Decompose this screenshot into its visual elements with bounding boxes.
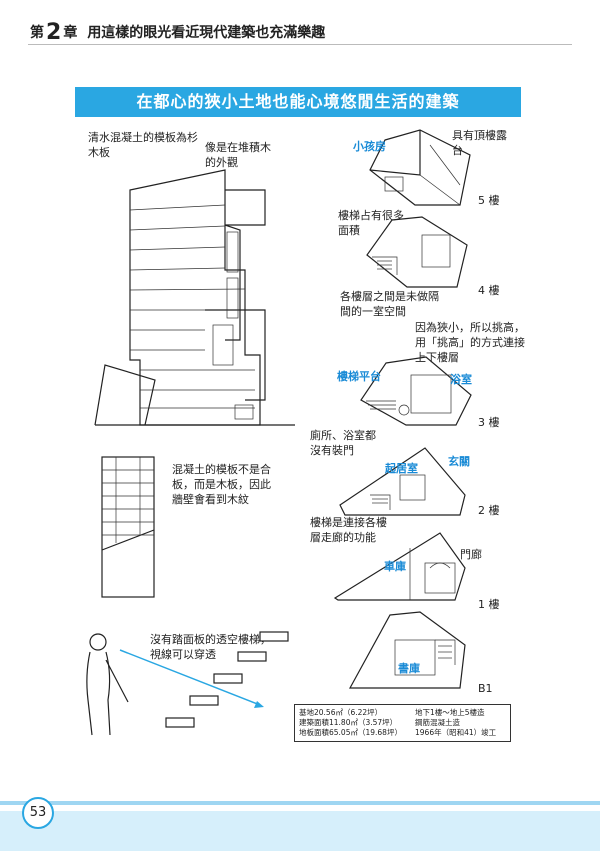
formwork-lines xyxy=(129,204,255,409)
note-stair-area: 樓梯占有很多面積 xyxy=(338,209,404,237)
info-completed: 1966年（昭和41）竣工 xyxy=(415,728,497,737)
footer-rule xyxy=(0,801,600,805)
floor-label-2f: 2 樓 xyxy=(478,504,500,517)
note-stair-corridor: 樓梯是連接各樓層走廊的功能 xyxy=(310,516,387,544)
info-structure: 鋼筋混凝土造 xyxy=(415,718,460,727)
chapter-prefix: 第 xyxy=(30,25,44,41)
section-banner: 在都心的狹小土地也能心境悠閒生活的建築 xyxy=(75,87,521,117)
floor-label-1f: 1 樓 xyxy=(478,598,500,611)
floor-label-b1: B1 xyxy=(478,682,493,695)
footer-band xyxy=(0,811,600,851)
info-floor-area: 地板面積65.05㎡（19.68坪） xyxy=(299,728,402,737)
note-stacked-blocks: 像是在堆積木的外觀 xyxy=(205,141,271,169)
floor-label-3f: 3 樓 xyxy=(478,416,500,429)
label-garage: 車庫 xyxy=(384,560,406,573)
formwork-board-sketch xyxy=(101,456,155,598)
person-and-open-stairs-sketch xyxy=(86,631,289,736)
floor-plan-b1 xyxy=(348,611,466,689)
floor-plan-3f xyxy=(360,356,472,426)
note-open-space: 各樓層之間是未做隔間的一室空間 xyxy=(340,290,439,318)
note-high-ceiling: 因為狹小，所以挑高，用「挑高」的方式連接上下樓層 xyxy=(415,321,525,364)
floor-label-4f: 4 樓 xyxy=(478,284,500,297)
note-toilet-no-door: 廁所、浴室都沒有裝門 xyxy=(310,429,376,457)
info-site-area: 基地20.56㎡（6.22坪） xyxy=(299,708,383,717)
floor-plan-5f xyxy=(369,129,471,206)
label-stair-landing: 樓梯平台 xyxy=(337,370,381,383)
floor-label-5f: 5 樓 xyxy=(478,194,500,207)
note-open-stairs: 沒有踏面板的透空樓梯，視線可以穿透 xyxy=(150,633,271,661)
chapter-suffix: 章 xyxy=(63,25,78,41)
building-windows xyxy=(212,231,254,420)
page-number: 53 xyxy=(22,797,54,829)
building-info-box: 基地20.56㎡（6.22坪） 建築面積11.80㎡（3.57坪） 地板面積65… xyxy=(294,704,511,742)
chapter-title: 用這樣的眼光看近現代建築也充滿樂趣 xyxy=(87,25,326,41)
building-outline xyxy=(94,169,295,426)
note-formwork: 清水混凝土的模板為杉木板 xyxy=(88,131,198,159)
label-kids-room: 小孩房 xyxy=(353,140,386,153)
label-gate: 門廊 xyxy=(460,548,482,561)
note-wood-grain: 混凝土的模板不是合板，而是木板，因此牆壁會看到木紋 xyxy=(172,463,271,506)
note-roof-terrace: 具有頂樓露台 xyxy=(452,129,507,157)
floor-plan-2f xyxy=(339,447,466,516)
label-bathroom: 浴室 xyxy=(450,373,472,386)
info-floors: 地下1樓〜地上5樓造 xyxy=(415,708,485,717)
header-divider xyxy=(28,44,572,45)
chapter-number: 2 xyxy=(46,20,62,45)
floor-plan-4f xyxy=(366,216,468,288)
label-study: 書庫 xyxy=(398,662,420,675)
building-elevation-illustration xyxy=(94,169,295,426)
label-entrance: 玄關 xyxy=(448,455,470,468)
label-living-room: 起居室 xyxy=(385,462,418,475)
info-building-area: 建築面積11.80㎡（3.57坪） xyxy=(299,718,398,727)
floor-plan-1f xyxy=(333,532,466,601)
